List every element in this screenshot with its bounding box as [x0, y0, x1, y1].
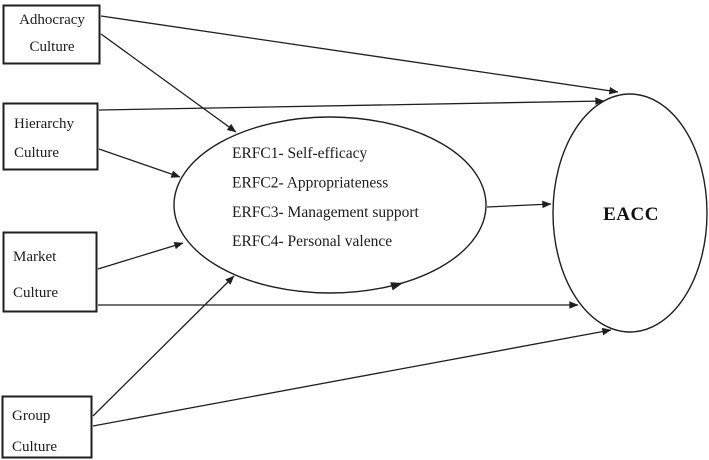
box-market-culture: Market Culture	[2, 231, 98, 313]
arrow-group-to-eacc	[92, 327, 612, 427]
arrow-adhocracy-to-erfc	[100, 33, 237, 133]
hierarchy-box-rect	[2, 102, 99, 171]
erfc4-label: ERFC4- Personal valence	[232, 233, 392, 250]
erfc-beliefs-ellipse: ERFC1- Self-efficacy ERFC2- Appropriaten…	[173, 116, 487, 294]
arrow-hierarchy-to-erfc	[98, 148, 181, 178]
eacc-label: EACC	[603, 204, 659, 225]
arrows-layer	[92, 15, 619, 427]
market-label-line1: Market	[13, 249, 57, 265]
adhocracy-label-line2: Culture	[30, 39, 75, 55]
group-box-rect	[1, 395, 93, 459]
erfc2-label: ERFC2- Appropriateness	[232, 175, 388, 192]
group-label-line1: Group	[12, 408, 50, 424]
arrow-group-to-erfc	[92, 275, 235, 417]
arrow-erfc-to-eacc	[486, 200, 552, 209]
box-adhocracy-culture: Adhocracy Culture	[2, 4, 101, 65]
erfc-ellipse-outline	[173, 116, 487, 294]
arrowhead-on-erfc-ellipse	[390, 282, 403, 291]
adhocracy-box-rect	[2, 4, 101, 65]
group-label-line2: Culture	[12, 439, 57, 455]
adhocracy-label-line1: Adhocracy	[19, 12, 85, 28]
box-hierarchy-culture: Hierarchy Culture	[2, 102, 99, 171]
hierarchy-label-line2: Culture	[14, 145, 59, 161]
erfc1-label: ERFC1- Self-efficacy	[232, 145, 368, 162]
market-box-rect	[2, 231, 98, 313]
market-label-line2: Culture	[13, 285, 58, 301]
arrow-hierarchy-to-eacc	[98, 97, 605, 111]
eacc-ellipse-group: EACC	[552, 93, 708, 333]
hierarchy-label-line1: Hierarchy	[14, 116, 74, 132]
eacc-ellipse-outline	[552, 93, 708, 333]
arrow-adhocracy-to-eacc	[100, 15, 619, 95]
erfc3-label: ERFC3- Management support	[232, 204, 420, 221]
box-group-culture: Group Culture	[1, 395, 93, 459]
arrow-market-to-erfc	[97, 241, 184, 270]
